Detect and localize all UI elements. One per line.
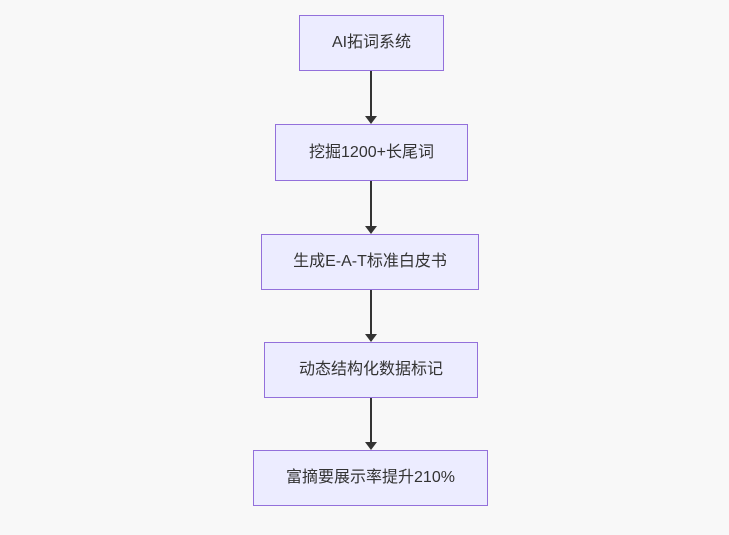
flowchart-node-longtail-mining: 挖掘1200+长尾词: [275, 124, 468, 181]
node-label: AI拓词系统: [331, 34, 412, 52]
flowchart-node-structured-data-markup: 动态结构化数据标记: [264, 342, 478, 398]
edge-line: [370, 181, 372, 226]
flowchart-node-eat-whitepaper: 生成E-A-T标准白皮书: [261, 234, 479, 290]
arrowhead-down-icon: [365, 116, 377, 124]
flowchart-node-ai-keyword-system: AI拓词系统: [299, 15, 444, 71]
node-label: 挖掘1200+长尾词: [309, 143, 434, 161]
arrowhead-down-icon: [365, 334, 377, 342]
arrowhead-down-icon: [365, 226, 377, 234]
node-label: 富摘要展示率提升210%: [286, 469, 455, 487]
edge-line: [370, 290, 372, 334]
edge-line: [370, 71, 372, 116]
node-label: 动态结构化数据标记: [298, 361, 443, 379]
edge-line: [370, 398, 372, 442]
flowchart-node-rich-snippet-result: 富摘要展示率提升210%: [253, 450, 488, 506]
arrowhead-down-icon: [365, 442, 377, 450]
node-label: 生成E-A-T标准白皮书: [293, 253, 447, 271]
